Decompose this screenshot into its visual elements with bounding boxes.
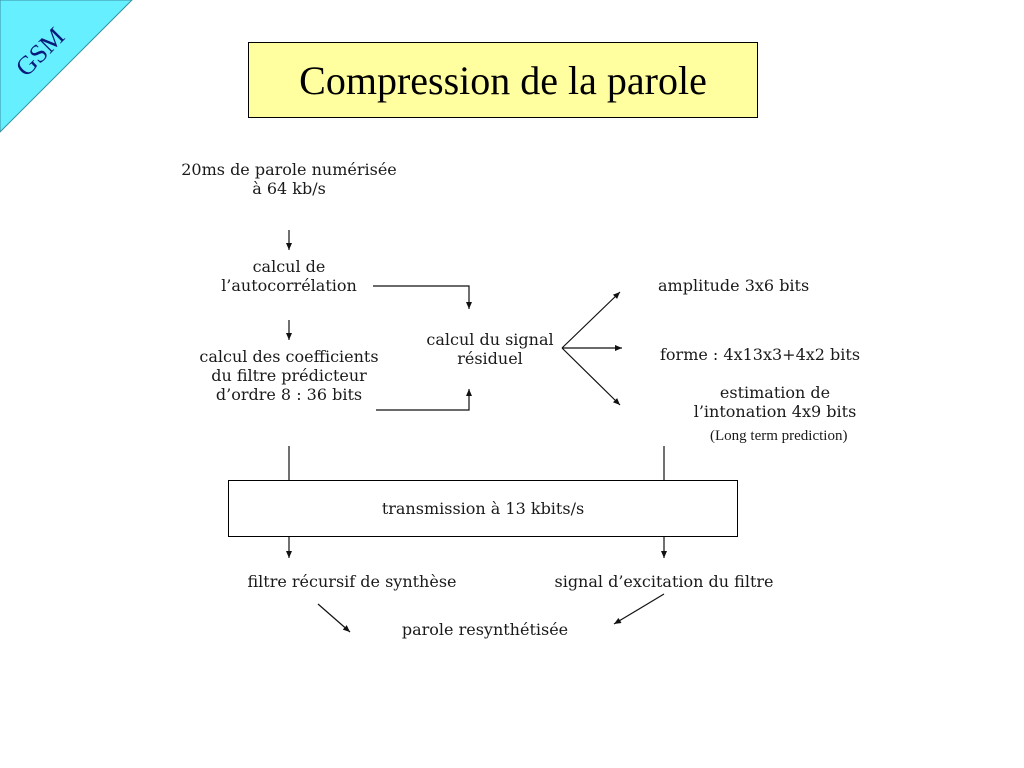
transmission-label: transmission à 13 kbits/s (381, 499, 585, 518)
node-coefficients-line-3: d’ordre 8 : 36 bits (215, 385, 363, 404)
arrow-autocorrelation-to-residual (373, 285, 472, 309)
node-intonation-line-1: estimation de (719, 383, 831, 402)
node-amplitude: amplitude 3x6 bits (658, 276, 809, 295)
node-forme: forme : 4x13x3+4x2 bits (660, 345, 860, 364)
node-amplitude-line: amplitude 3x6 bits (658, 276, 810, 295)
gsm-corner-shape (0, 0, 133, 133)
transmission-box: transmission à 13 kbits/s (228, 480, 738, 537)
node-excitation: signal d’excitation du filtre (530, 572, 798, 591)
node-excitation-line: signal d’excitation du filtre (554, 572, 774, 591)
node-input: 20ms de parole numérisée à 64 kb/s (164, 160, 414, 198)
arrow-residual-to-intonation (561, 347, 621, 406)
arrow-synthesis-to-output (317, 603, 351, 633)
node-autocorrelation-line-2: l’autocorrélation (221, 276, 357, 295)
node-autocorrelation: calcul de l’autocorrélation (204, 257, 374, 295)
node-forme-line: forme : 4x13x3+4x2 bits (660, 345, 861, 364)
node-output-line: parole resynthétisée (401, 620, 569, 639)
node-input-line-2: à 64 kb/s (252, 179, 326, 198)
node-input-line-1: 20ms de parole numérisée (181, 160, 397, 179)
node-synthesis-filter: filtre récursif de synthèse (222, 572, 482, 591)
node-residual: calcul du signal résiduel (410, 330, 570, 368)
node-coefficients: calcul des coefficients du filtre prédic… (180, 347, 398, 404)
node-residual-line-1: calcul du signal (426, 330, 554, 349)
page-title: Compression de la parole (299, 57, 707, 103)
node-coefficients-line-2: du filtre prédicteur (211, 366, 367, 385)
node-residual-line-2: résiduel (457, 349, 523, 368)
arrow-coefficients-to-residual (376, 389, 472, 411)
title-box: Compression de la parole (248, 42, 758, 118)
node-output: parole resynthétisée (380, 620, 590, 639)
node-coefficients-line-1: calcul des coefficients (199, 347, 379, 366)
arrow-residual-to-amplitude (561, 291, 621, 349)
node-autocorrelation-line-1: calcul de (252, 257, 326, 276)
node-intonation-line-2: l’intonation 4x9 bits (693, 402, 857, 421)
ltp-note: (Long term prediction) (710, 428, 848, 444)
node-intonation: estimation de l’intonation 4x9 bits (670, 383, 880, 421)
node-synthesis-filter-line: filtre récursif de synthèse (247, 572, 457, 591)
gsm-corner-banner: GSM (0, 0, 133, 133)
arrow-excitation-to-output (613, 593, 665, 625)
